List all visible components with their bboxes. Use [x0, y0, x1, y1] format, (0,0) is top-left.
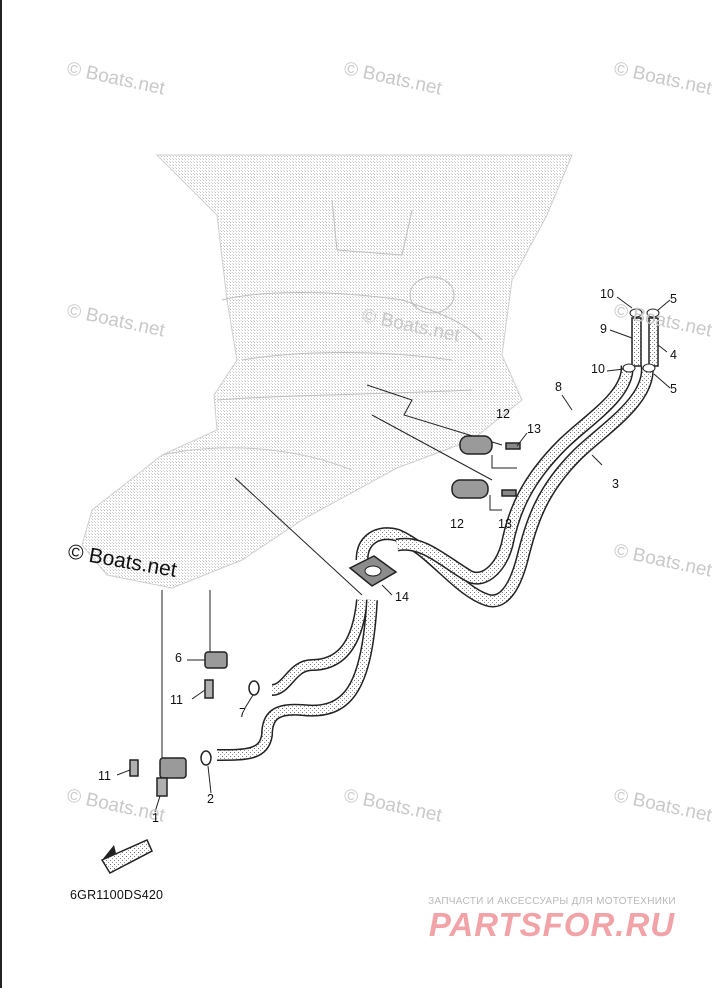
grommet-14 [348, 555, 398, 587]
brand-logo: PARTSFOR.RU [428, 906, 676, 943]
clamps-12 [451, 435, 521, 499]
callout-5: 5 [670, 292, 677, 306]
callout-5: 5 [670, 382, 677, 396]
callout-12: 12 [450, 517, 464, 531]
leader-lines [161, 384, 517, 770]
short-hoses-4-9 [622, 308, 660, 373]
engine-silhouette [81, 154, 573, 589]
callout-2: 2 [207, 792, 214, 806]
callout-leaders [116, 296, 671, 813]
callout-4: 4 [670, 348, 677, 362]
callout-12: 12 [496, 407, 510, 421]
fittings [129, 651, 260, 797]
callout-9: 9 [600, 322, 607, 336]
hose-3-8 [355, 364, 654, 608]
callout-6: 6 [175, 651, 182, 665]
callout-10: 10 [591, 362, 605, 376]
brand-tagline: ЗАПЧАСТИ И АКСЕССУАРЫ ДЛЯ МОТОТЕХНИКИ [428, 896, 676, 907]
callout-8: 8 [555, 380, 562, 394]
callout-13: 13 [527, 422, 541, 436]
callout-3: 3 [612, 477, 619, 491]
callout-1: 1 [152, 811, 159, 825]
callout-11: 11 [98, 769, 111, 783]
diagram-code: 6GR1100DS420 [70, 888, 164, 902]
brand-footer: ЗАПЧАСТИ И АКСЕССУАРЫ ДЛЯ МОТОТЕХНИКИ PA… [407, 896, 697, 943]
callout-11: 11 [170, 693, 183, 707]
callout-10: 10 [600, 287, 614, 301]
fwd-arrow-icon [100, 839, 153, 874]
callout-14: 14 [395, 590, 409, 604]
lower-hoses [216, 599, 378, 761]
callout-13: 13 [498, 517, 512, 531]
callout-7: 7 [239, 706, 246, 720]
